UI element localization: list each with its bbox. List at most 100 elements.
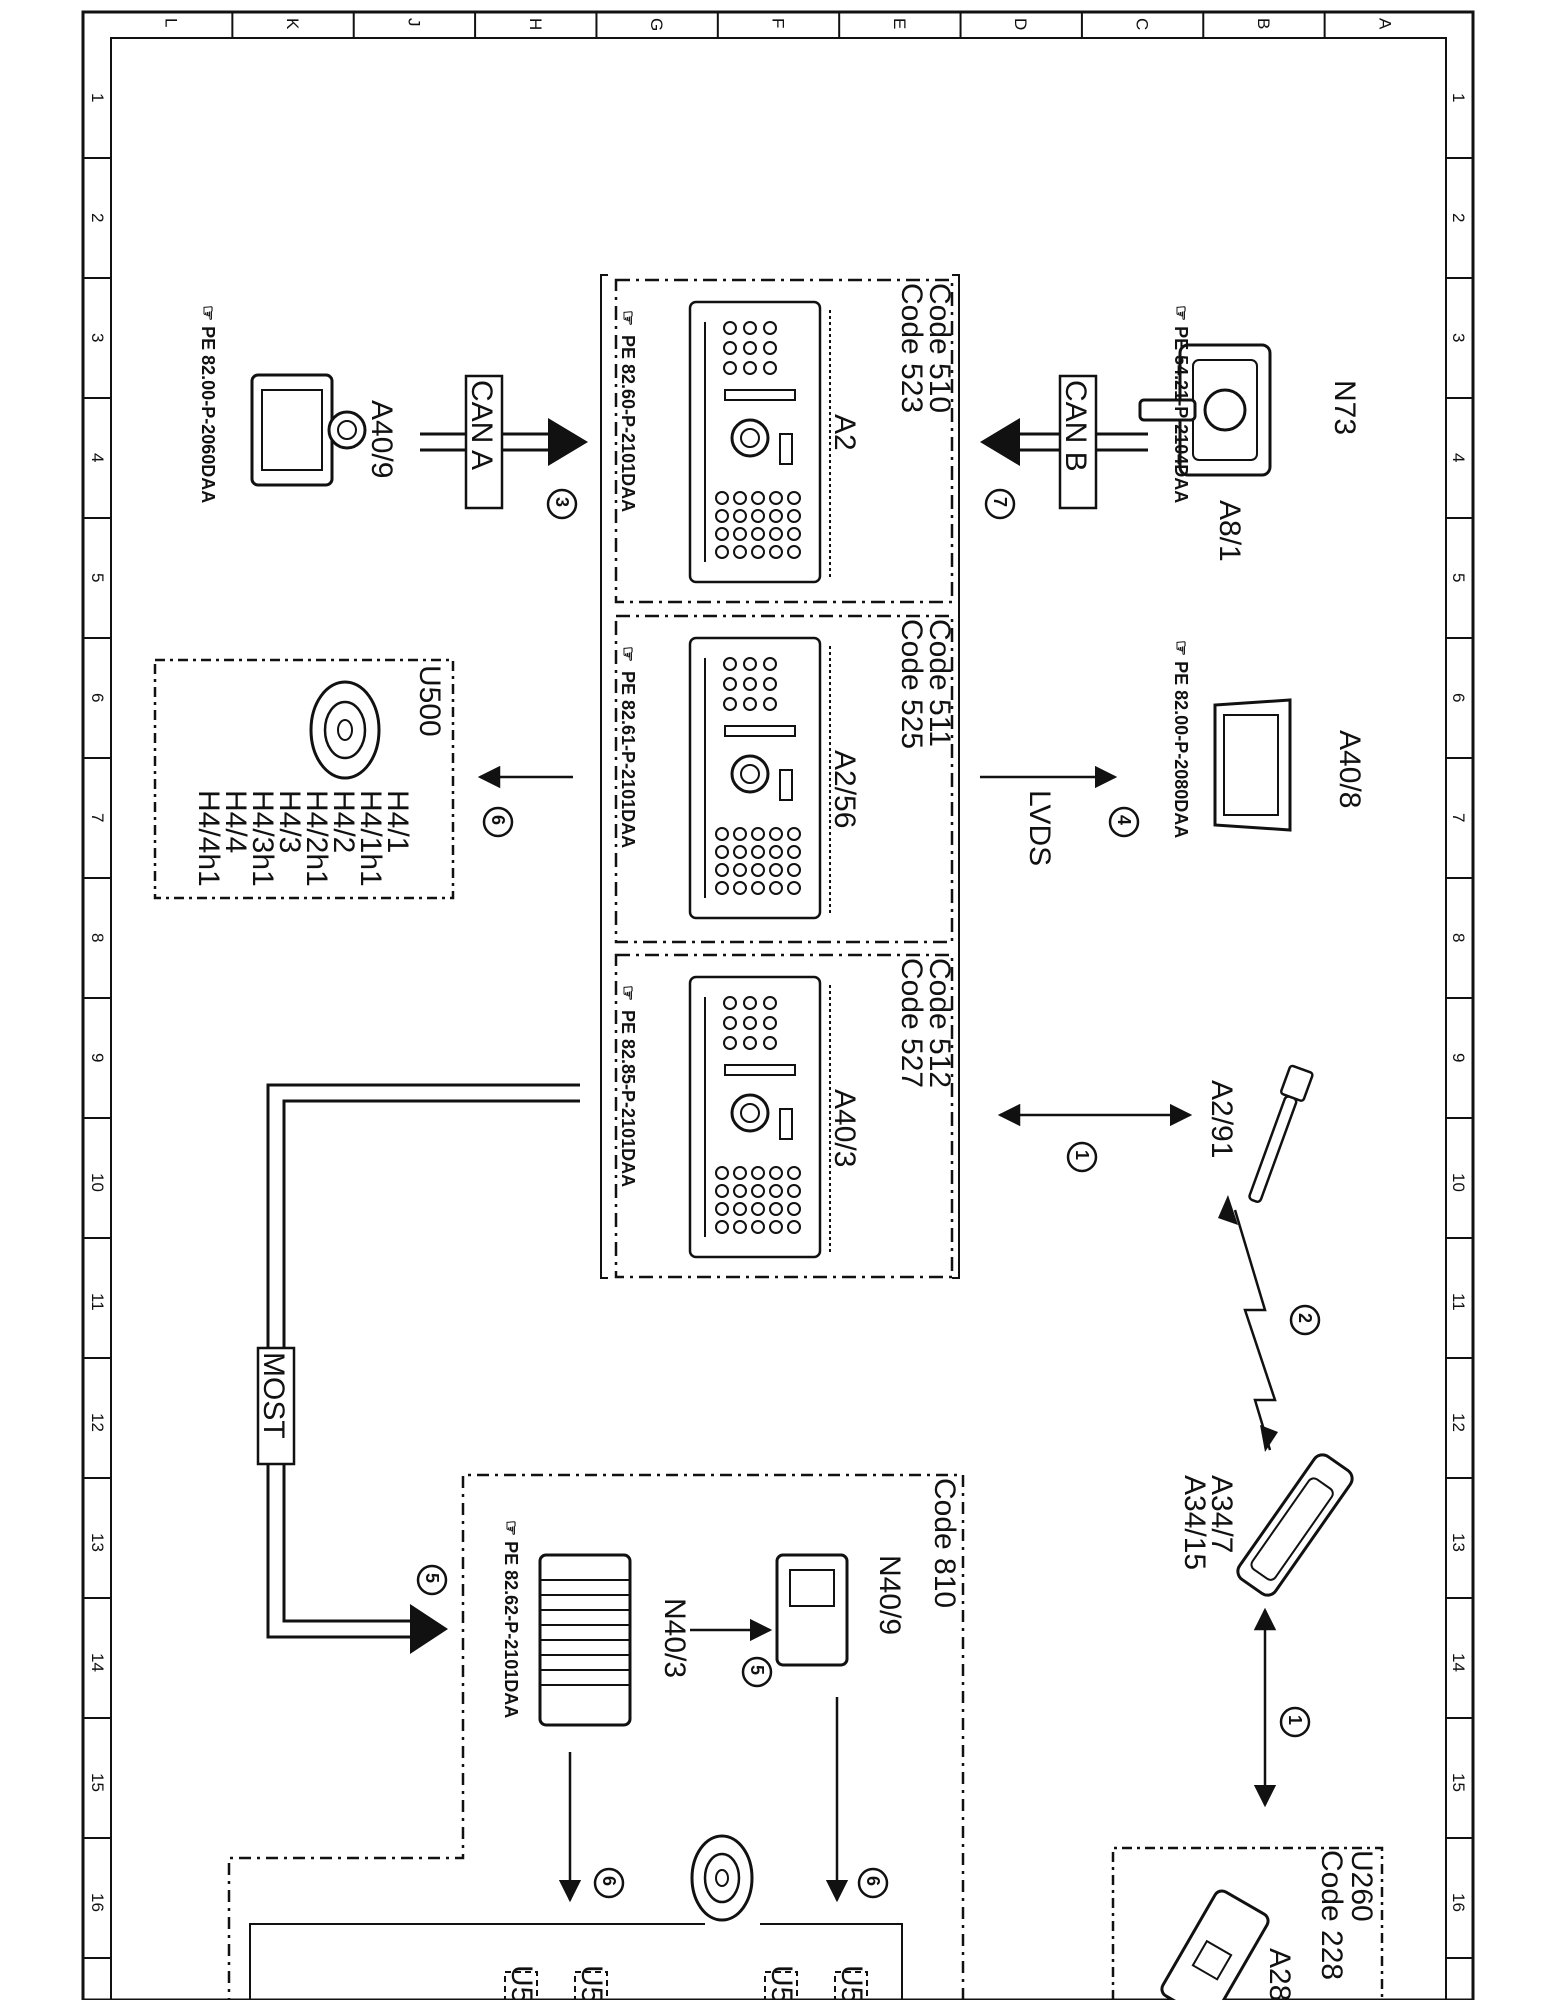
display-icon xyxy=(1213,698,1292,832)
code-label: Code 525 xyxy=(895,619,928,749)
head-unit-document-ref: PE 82.61-P-2101DAA xyxy=(618,671,638,848)
h4-speaker-label: H4/3h1 xyxy=(246,790,279,887)
a40-8-label: A40/8 xyxy=(1333,730,1366,808)
a40-9-control-knob: A40/9 ☞ PE 82.00-P-2060DAA xyxy=(198,305,398,503)
can-a-connection: CAN A 3 xyxy=(420,374,588,520)
u57-label-2: U57 xyxy=(765,1965,798,2000)
n40-3-document-ref: PE 82.62-P-2101DAA xyxy=(501,1541,521,1718)
column-letter: C xyxy=(1133,18,1152,30)
column-letter: H xyxy=(526,18,545,30)
code-label: Code 512 xyxy=(923,958,956,1088)
code-810-label: Code 810 xyxy=(928,1478,961,1608)
document-reference-icon: ☞ xyxy=(1171,305,1191,326)
n73-document-reference: ☞ PE 54.21-P-2104DAA xyxy=(1171,305,1191,503)
column-letter: F xyxy=(769,18,788,28)
column-letter: A xyxy=(1375,18,1394,30)
svg-text:6: 6 xyxy=(599,1876,619,1886)
marker-6b xyxy=(593,1867,625,1899)
row-number-left: 16 xyxy=(88,1893,107,1912)
u260-group: U260 Code 228 A28 xyxy=(1111,1846,1384,2000)
code-label: Code 511 xyxy=(923,619,956,747)
head-unit-document-ref: PE 82.85-P-2101DAA xyxy=(618,1010,638,1187)
ignition-switch-icon xyxy=(1138,343,1272,477)
u260-label: U260 xyxy=(1345,1850,1378,1922)
row-number-left: 5 xyxy=(88,573,107,582)
svg-text:6: 6 xyxy=(863,1876,883,1886)
document-reference-icon: ☞ xyxy=(618,310,638,326)
h4-speaker-label: H4/2 xyxy=(327,790,360,853)
row-number-right: 1 xyxy=(1449,93,1468,102)
row-number-left: 7 xyxy=(88,813,107,822)
lvds-label: LVDS xyxy=(1023,790,1056,866)
h4-speaker-label: H4/3 xyxy=(273,790,306,853)
a34-phone-cradle: A34/7 A34/15 1 xyxy=(1178,1453,1354,1808)
control-knob-icon xyxy=(250,373,367,487)
can-a-label: CAN A xyxy=(465,380,498,470)
n40-3-label: N40/3 xyxy=(658,1598,691,1678)
marker-5b xyxy=(741,1656,773,1688)
code-label: Code 527 xyxy=(895,958,928,1088)
head-unit-name: A2/56 xyxy=(828,750,861,828)
a40-9-document-reference: ☞ PE 82.00-P-2060DAA xyxy=(198,305,218,503)
marker-2 xyxy=(1289,1304,1321,1336)
row-number-right: 8 xyxy=(1449,933,1468,942)
n73-document-ref: PE 54.21-P-2104DAA xyxy=(1171,326,1191,503)
lvds-connection: LVDS 4 xyxy=(980,765,1140,866)
a2-91-label: A2/91 xyxy=(1205,1080,1238,1158)
document-reference-icon: ☞ xyxy=(1171,640,1191,661)
most-connection: MOST 5 xyxy=(256,1083,580,1654)
row-number-right: 15 xyxy=(1449,1773,1468,1792)
h4-speaker-label: H4/1 xyxy=(381,790,414,853)
document-reference-icon: ☞ xyxy=(198,305,218,326)
document-reference-icon: ☞ xyxy=(501,1520,521,1541)
document-reference-icon: ☞ xyxy=(618,985,638,1001)
h4-speaker-label: H4/2h1 xyxy=(300,790,333,887)
row-number-left: 9 xyxy=(88,1053,107,1062)
speaker-icon xyxy=(309,680,381,780)
row-number-right: 4 xyxy=(1449,453,1468,462)
n73-label: N73 xyxy=(1328,380,1361,435)
svg-text:1: 1 xyxy=(1285,1715,1305,1725)
row-number-right: 13 xyxy=(1449,1533,1468,1552)
head-unit-name: A2 xyxy=(828,414,861,451)
row-number-left: 6 xyxy=(88,693,107,702)
row-number-right: 2 xyxy=(1449,213,1468,222)
row-number-right: 11 xyxy=(1449,1293,1468,1311)
column-letter: L xyxy=(162,18,181,27)
u58-label-2: U58 xyxy=(835,1965,868,2000)
row-number-left: 4 xyxy=(88,453,107,462)
column-letter: J xyxy=(404,18,423,27)
phone-cradle-icon xyxy=(1236,1453,1354,1597)
head-unit-icon xyxy=(688,975,831,1259)
column-letter: E xyxy=(890,18,909,29)
row-number-right: 14 xyxy=(1449,1653,1468,1672)
most-label: MOST xyxy=(257,1352,290,1439)
column-letter: B xyxy=(1254,18,1273,29)
row-number-left: 12 xyxy=(88,1413,107,1432)
a40-8-document-reference: ☞ PE 82.00-P-2080DAA xyxy=(1171,640,1191,838)
column-letter: K xyxy=(283,18,302,30)
marker-6 xyxy=(482,806,514,838)
svg-text:6: 6 xyxy=(488,815,508,825)
row-number-left: 11 xyxy=(88,1293,107,1311)
code-810-group: Code 810 N40/9 N40/3 ☞ PE 82.62-P-2101DA… xyxy=(227,1473,965,2000)
marker-7 xyxy=(984,488,1016,520)
svg-text:1: 1 xyxy=(1072,1150,1092,1160)
h4-speaker-label: H4/4h1 xyxy=(192,790,225,887)
can-b-label: CAN B xyxy=(1059,380,1092,472)
row-number-right: 12 xyxy=(1449,1413,1468,1432)
code-label: Code 523 xyxy=(895,283,928,413)
svg-text:4: 4 xyxy=(1114,815,1134,825)
row-number-left: 13 xyxy=(88,1533,107,1552)
head-unit-icon xyxy=(688,300,831,584)
code-label: Code 510 xyxy=(923,283,956,413)
document-reference-icon: ☞ xyxy=(618,646,638,662)
head-unit-document-ref: PE 82.60-P-2101DAA xyxy=(618,335,638,512)
marker-4 xyxy=(1108,806,1140,838)
row-number-right: 16 xyxy=(1449,1893,1468,1912)
head-unit-group xyxy=(600,274,960,1279)
